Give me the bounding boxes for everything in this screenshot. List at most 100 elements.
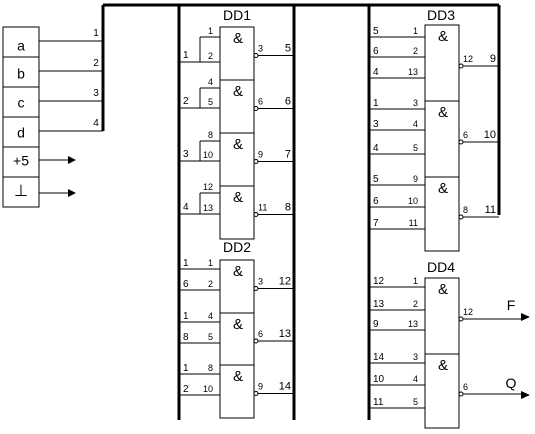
dd1-gate-2-and-symbol: & [233, 83, 243, 100]
output-label-f: F [507, 297, 516, 313]
dd3-gate-1-out-pin: 12 [463, 54, 473, 64]
dd3-gate-1-in-pin-2: 2 [413, 46, 418, 56]
dd3-gate-2-out-bubble [458, 139, 464, 145]
output-q-arrow-icon [521, 391, 530, 399]
dd3-gate-2-in-net-1: 1 [373, 98, 379, 109]
input-label-ground: ⊥ [14, 183, 28, 200]
chip-title-dd2: DD2 [223, 239, 251, 255]
dd2-gate-1-box [219, 259, 255, 314]
dd1-gate-2-out-bubble [253, 106, 259, 111]
dd2-gate-1-out-bubble [253, 286, 259, 291]
dd3-gate-1-in-net-3: 4 [373, 67, 379, 78]
dd3-gate-1-in-pin-3: 13 [408, 67, 418, 77]
dd4-gate-2-out-bubble [458, 391, 464, 397]
dd3-gate-3-in-net-2: 6 [373, 196, 379, 207]
dd2-gate-1-and-symbol: & [233, 263, 243, 280]
dd1-gate-3-out-pin: 9 [258, 150, 263, 160]
dd1-gate-1-out-bubble [253, 53, 259, 58]
input-wire-number-1: 1 [93, 28, 99, 39]
chip-title-dd3: DD3 [427, 7, 455, 23]
dd1-gate-2-in-pin-1: 4 [208, 77, 213, 87]
dd2-gate-3-out-bubble [253, 391, 259, 396]
dd1-gate-4-in-net-1: 4 [183, 202, 189, 213]
dd2-gate-1-in-pin-1: 1 [208, 258, 213, 268]
dd3-gate-2-and-symbol: & [438, 104, 448, 121]
dd4-gate-1-out-bubble [458, 316, 464, 322]
dd2-gate-3-in-net-1: 1 [183, 363, 189, 374]
dd4-gate-1-in-net-3: 9 [373, 319, 379, 330]
dd1-gate-1-box [219, 26, 255, 81]
dd3-gate-3-in-net-3: 7 [373, 218, 379, 229]
dd2-gate-2-out-net: 13 [279, 328, 291, 340]
dd4-gate-2-in-net-3: 11 [373, 397, 384, 408]
dd3-gate-3-out-pin: 8 [463, 205, 468, 215]
dd1-gate-2-in-pin-2: 5 [208, 97, 213, 107]
input-label-c: c [18, 95, 25, 111]
dd3-gate-2-box [424, 100, 460, 178]
dd1-gate-3-in-net-1: 3 [183, 149, 189, 160]
dd3-gate-1-in-pin-1: 1 [413, 26, 418, 36]
dd2-gate-2-out-bubble [253, 338, 259, 344]
dd1-gate-1-in-net-1: 1 [183, 50, 189, 61]
ground-arrow-icon [39, 189, 76, 197]
input-label-power: +5 [13, 153, 29, 169]
dd1-gate-1-and-symbol: & [233, 30, 243, 47]
input-wire-number-3: 3 [93, 88, 99, 99]
dd3-gate-1-out-net: 9 [490, 53, 496, 65]
dd2-gate-3-and-symbol: & [233, 368, 243, 385]
dd4-gate-1-out-pin: 12 [463, 307, 473, 317]
input-wire-number-4: 4 [93, 118, 99, 129]
dd1-gate-4-in-pin-2: 13 [203, 203, 213, 213]
dd4-gate-1-in-pin-2: 2 [413, 299, 418, 309]
dd3-gate-3-in-pin-1: 9 [413, 174, 418, 184]
dd1-gate-2-box [219, 79, 255, 134]
dd3-gate-2-in-net-3: 4 [373, 143, 379, 154]
output-label-q: Q [506, 375, 517, 391]
dd2-gate-2-in-net-2: 8 [183, 332, 189, 343]
dd2-gate-3-box [219, 364, 255, 419]
dd2-gate-3-out-net: 14 [279, 381, 291, 393]
dd4-gate-2-in-net-1: 14 [373, 352, 385, 363]
dd1-gate-2-in-net-1: 2 [183, 96, 189, 107]
dd1-gate-4-out-net: 8 [285, 202, 291, 214]
input-label-a: a [17, 38, 25, 54]
chip-title-dd4: DD4 [427, 259, 455, 275]
dd4-gate-2-in-net-2: 10 [373, 374, 385, 385]
dd2-gate-3-in-pin-1: 8 [208, 363, 213, 373]
dd3-gate-1-in-net-1: 5 [373, 26, 379, 37]
dd3-gate-3-in-pin-2: 10 [408, 196, 418, 206]
dd1-gate-1-in-pin-2: 2 [208, 51, 213, 61]
dd4-gate-1-in-pin-3: 13 [408, 319, 418, 329]
dd4-gate-2-box [424, 353, 460, 429]
dd2-gate-3-in-pin-2: 10 [203, 384, 213, 394]
dd1-gate-2-out-net: 6 [285, 96, 291, 108]
power-arrow-icon [39, 156, 76, 164]
dd3-gate-2-in-pin-3: 5 [413, 143, 418, 153]
chip-title-dd1: DD1 [223, 7, 251, 23]
dd4-gate-1-and-symbol: & [438, 281, 448, 298]
dd1-gate-4-out-pin: 11 [258, 203, 267, 213]
dd1-gate-1-out-pin: 3 [258, 44, 263, 54]
dd3-gate-2-in-net-2: 3 [373, 119, 379, 130]
dd2-gate-3-out-pin: 9 [258, 382, 263, 392]
dd1-gate-3-and-symbol: & [233, 136, 243, 153]
dd3-gate-3-in-pin-3: 11 [409, 218, 418, 228]
output-f-arrow-icon [521, 313, 530, 321]
dd2-gate-3-in-net-2: 2 [183, 384, 189, 395]
dd1-gate-4-box [219, 185, 255, 240]
input-wire-number-2: 2 [93, 58, 99, 69]
dd2-gate-2-out-pin: 6 [258, 329, 263, 339]
dd1-gate-3-in-pin-2: 10 [203, 150, 213, 160]
dd4-gate-2-in-pin-3: 5 [413, 397, 418, 407]
dd1-gate-4-and-symbol: & [233, 189, 243, 206]
dd3-gate-1-in-net-2: 6 [373, 46, 379, 57]
dd3-gate-3-box [424, 176, 460, 252]
dd3-gate-3-and-symbol: & [438, 180, 448, 197]
main-bus [101, 3, 501, 420]
dd4-gate-2-out-pin: 6 [463, 382, 468, 392]
dd3-gate-1-out-bubble [458, 63, 464, 69]
dd1-gate-3-in-pin-1: 8 [208, 130, 213, 140]
dd1-gate-3-box [219, 132, 255, 187]
